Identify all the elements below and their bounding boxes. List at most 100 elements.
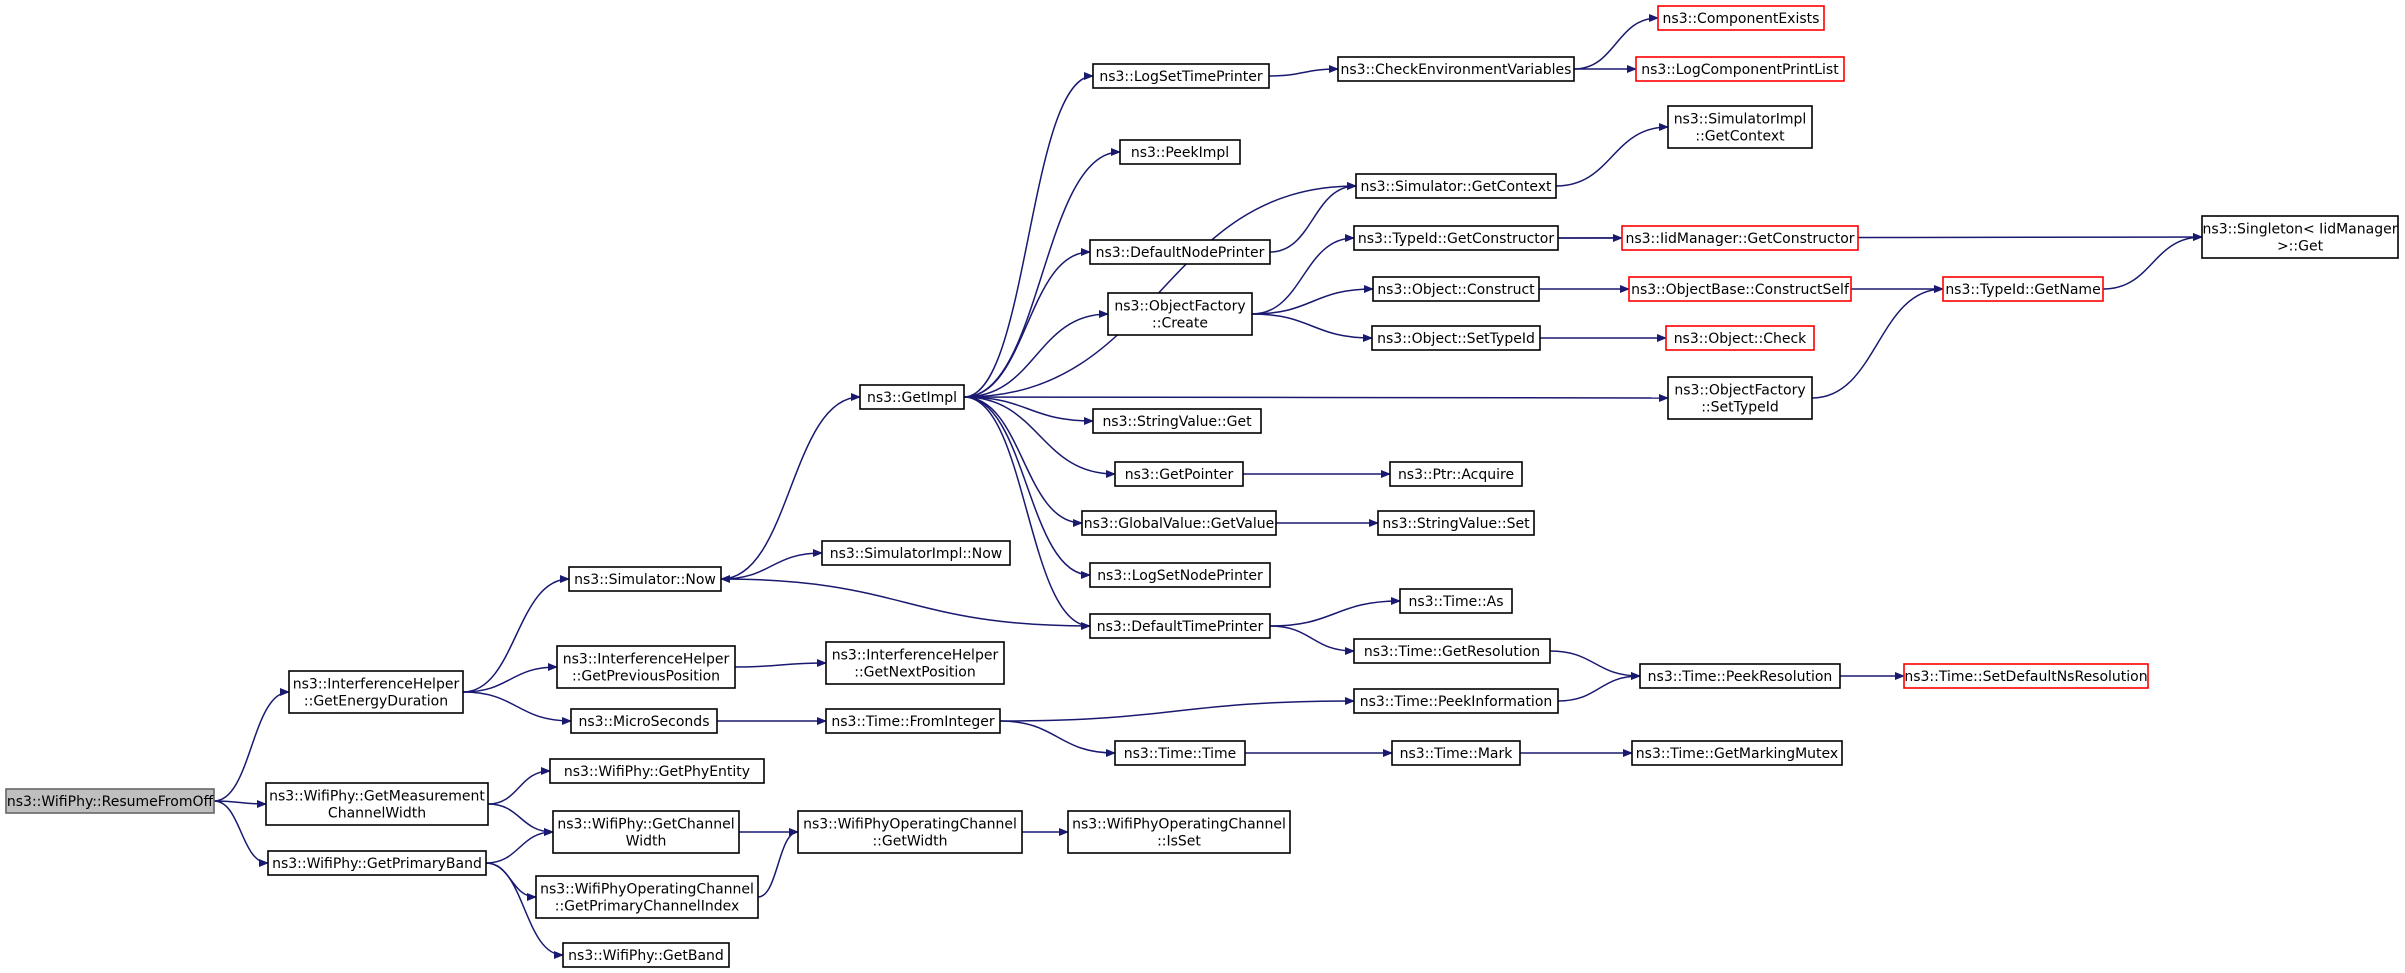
node-svset[interactable]: ns3::StringValue::Set [1377,510,1535,536]
node-peekimpl[interactable]: ns3::PeekImpl [1119,139,1241,165]
call-edge-tidgetname-to-singleton [2102,233,2203,290]
node-label: ns3::GetPointer [1125,467,1234,483]
node-getpb[interactable]: ns3::WifiPhy::GetPrimaryBand [267,850,487,876]
node-label: ns3::InterferenceHelper [563,652,730,668]
node-isset[interactable]: ns3::WifiPhyOperatingChannel::IsSet [1067,810,1291,854]
node-peekres[interactable]: ns3::Time::PeekResolution [1639,663,1841,689]
call-edge-ofsettid-to-tidgetname [1811,285,1944,399]
node-iidgetc[interactable]: ns3::IidManager::GetConstructor [1621,225,1859,251]
call-edge-simnow-to-simimplnow [720,549,823,580]
node-box [552,810,740,854]
node-box [1089,562,1271,588]
node-compexists[interactable]: ns3::ComponentExists [1657,5,1825,31]
call-edge-geted-to-ihprev [462,663,558,693]
node-ihnext[interactable]: ns3::InterferenceHelper::GetNextPosition [825,641,1005,685]
node-fromint[interactable]: ns3::Time::FromInteger [825,708,1001,734]
node-simgetctx[interactable]: ns3::Simulator::GetContext [1355,173,1557,199]
call-edge-opcidx-to-opwidth [757,828,799,898]
node-resume[interactable]: ns3::WifiPhy::ResumeFromOff [5,788,215,814]
node-dnp[interactable]: ns3::DefaultNodePrinter [1089,239,1271,265]
node-box [1639,663,1841,689]
call-edge-dtp-to-simnow [720,575,1091,627]
node-ofcreate[interactable]: ns3::ObjectFactory::Create [1107,292,1253,336]
node-micro[interactable]: ns3::MicroSeconds [570,708,718,734]
node-label: ns3::SimulatorImpl::Now [830,546,1003,562]
node-box [1119,139,1241,165]
node-objcon[interactable]: ns3::Object::Construct [1372,276,1540,302]
node-label: ns3::GetImpl [867,390,957,406]
node-opcidx[interactable]: ns3::WifiPhyOperatingChannel::GetPrimary… [535,875,759,919]
node-timemark[interactable]: ns3::Time::Mark [1391,740,1521,766]
call-edge-resume-to-getmcw [213,799,267,808]
node-label: ns3::WifiPhy::GetPrimaryBand [272,856,482,872]
node-timeas[interactable]: ns3::Time::As [1399,588,1513,614]
node-ofsettid[interactable]: ns3::ObjectFactory::SetTypeId [1667,376,1813,420]
node-box [556,645,736,689]
call-edge-dtp-to-timeas [1269,597,1401,627]
node-box [821,540,1011,566]
node-label: ns3::Simulator::GetContext [1360,179,1552,195]
node-svget[interactable]: ns3::StringValue::Get [1092,408,1262,434]
node-box [1903,663,2149,689]
node-label: ns3::Ptr::Acquire [1398,467,1514,483]
node-ptracq[interactable]: ns3::Ptr::Acquire [1389,461,1523,487]
node-dtp[interactable]: ns3::DefaultTimePrinter [1089,613,1271,639]
node-objsettid[interactable]: ns3::Object::SetTypeId [1371,325,1541,351]
node-obconself[interactable]: ns3::ObjectBase::ConstructSelf [1628,276,1852,302]
node-label: ns3::WifiPhy::GetMeasurement [269,789,485,805]
node-box [2201,215,2399,259]
node-box [825,708,1001,734]
call-edge-getmcw-to-chw [487,803,554,836]
call-edge-dnp-to-simgetctx [1269,182,1357,253]
call-edge-timegetres-to-peekres [1549,650,1641,680]
node-logsnp[interactable]: ns3::LogSetNodePrinter [1089,562,1271,588]
node-simnow[interactable]: ns3::Simulator::Now [568,566,722,592]
node-gvget[interactable]: ns3::GlobalValue::GetValue [1081,510,1277,536]
node-label: ns3::PeekImpl [1131,145,1229,161]
call-edge-getpb-to-chw [485,828,554,864]
node-peekinfo[interactable]: ns3::Time::PeekInformation [1353,688,1559,714]
call-edges [213,14,2203,959]
node-timetime[interactable]: ns3::Time::Time [1114,740,1246,766]
call-edge-dtp-to-timegetres [1269,625,1355,655]
node-box [1353,638,1551,664]
node-label: ns3::Time::GetMarkingMutex [1636,746,1838,762]
node-singleton[interactable]: ns3::Singleton< IidManager >::Get [2201,215,2399,259]
node-physent[interactable]: ns3::WifiPhy::GetPhyEntity [549,758,765,784]
node-getimpl[interactable]: ns3::GetImpl [859,384,965,410]
node-getmm[interactable]: ns3::Time::GetMarkingMutex [1631,740,1843,766]
node-tidgetname[interactable]: ns3::TypeId::GetName [1942,276,2104,302]
node-label: ChannelWidth [328,806,426,822]
node-logstp[interactable]: ns3::LogSetTimePrinter [1092,63,1270,89]
node-cev[interactable]: ns3::CheckEnvironmentVariables [1337,56,1575,82]
call-edge-getimpl-to-simgetctx [963,182,1357,398]
node-box [1092,408,1262,434]
node-simimplnow[interactable]: ns3::SimulatorImpl::Now [821,540,1011,566]
node-label: ns3::StringValue::Set [1382,516,1530,532]
node-logcpl[interactable]: ns3::LogComponentPrintList [1635,56,1845,82]
node-getptr[interactable]: ns3::GetPointer [1114,461,1244,487]
node-label: ns3::DefaultTimePrinter [1097,619,1264,635]
node-box [1114,740,1246,766]
call-edge-getimpl-to-ofcreate [963,310,1109,398]
node-label: ::Create [1152,316,1208,332]
call-edge-resume-to-geted [213,688,290,802]
node-label: ns3::WifiPhy::GetBand [568,948,724,964]
node-tidgetc[interactable]: ns3::TypeId::GetConstructor [1353,225,1559,251]
node-getband[interactable]: ns3::WifiPhy::GetBand [562,942,730,968]
node-label: ns3::Singleton< IidManager [2203,222,2398,238]
node-box [1667,376,1813,420]
node-objcheck[interactable]: ns3::Object::Check [1665,325,1815,351]
node-simimplctx[interactable]: ns3::SimulatorImpl::GetContext [1667,105,1813,149]
node-label: >::Get [2277,239,2324,255]
node-geted[interactable]: ns3::InterferenceHelper::GetEnergyDurati… [288,670,464,714]
node-ihprev[interactable]: ns3::InterferenceHelper::GetPreviousPosi… [556,645,736,689]
node-opwidth[interactable]: ns3::WifiPhyOperatingChannel::GetWidth [797,810,1023,854]
node-label: ns3::Simulator::Now [574,572,716,588]
node-setdefns[interactable]: ns3::Time::SetDefaultNsResolution [1903,663,2149,689]
node-label: ns3::Time::GetResolution [1364,644,1540,660]
node-timegetres[interactable]: ns3::Time::GetResolution [1353,638,1551,664]
